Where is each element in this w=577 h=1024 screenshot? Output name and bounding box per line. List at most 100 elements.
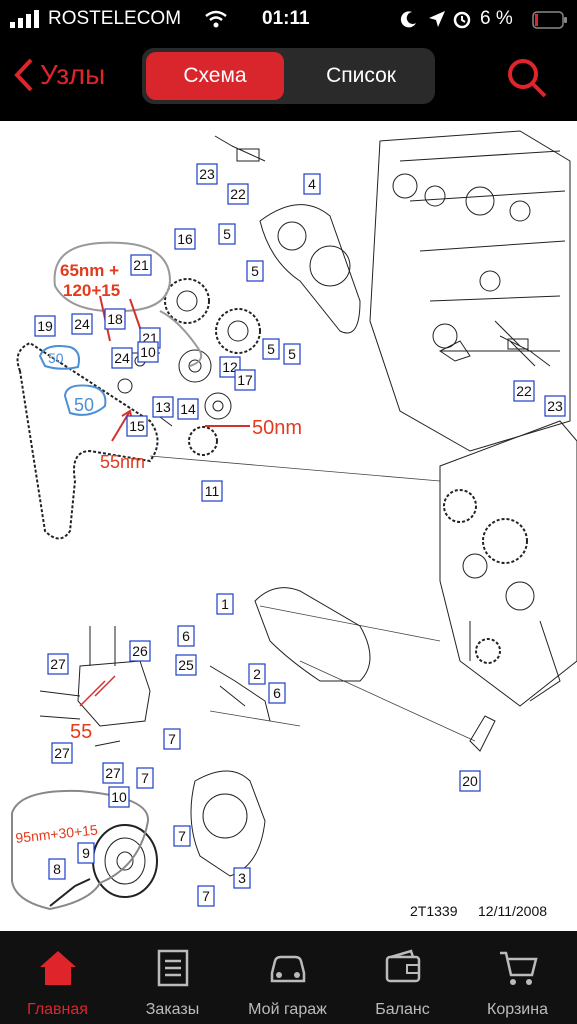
- parts-diagram[interactable]: 65nm + 120+15 50 50 50nm 55nm 55 95nm+30…: [0, 121, 577, 931]
- part-label-box: [513, 380, 535, 402]
- crank-pulley: [92, 824, 158, 898]
- part-label-text: 8: [53, 861, 61, 877]
- part-label[interactable]: 24: [71, 313, 93, 335]
- carrier-name: ROSTELECOM: [48, 8, 182, 29]
- part-label-text: 23: [199, 166, 215, 182]
- timing-cover-lower: [254, 587, 371, 682]
- car-icon: [270, 955, 306, 983]
- timing-cover-upper: [259, 204, 361, 334]
- part-label[interactable]: 5: [218, 223, 236, 245]
- view-segmented-control: Схема Список: [142, 48, 435, 104]
- part-label-box: [196, 163, 218, 185]
- part-label-box: [262, 338, 280, 360]
- part-label-text: 5: [251, 263, 259, 279]
- tab-orders[interactable]: Заказы: [115, 931, 230, 1024]
- alarm-icon: [453, 11, 471, 29]
- part-label[interactable]: 10: [137, 341, 159, 363]
- part-label-text: 22: [516, 383, 532, 399]
- tab-home[interactable]: Главная: [0, 931, 115, 1024]
- part-label-text: 24: [74, 316, 90, 332]
- part-label-text: 16: [177, 231, 193, 247]
- part-label-text: 10: [140, 344, 156, 360]
- part-label[interactable]: 5: [262, 338, 280, 360]
- tab-balance[interactable]: Баланс: [345, 931, 460, 1024]
- part-label[interactable]: 10: [108, 786, 130, 808]
- part-label[interactable]: 23: [544, 395, 566, 417]
- part-label[interactable]: 4: [303, 173, 321, 195]
- part-label[interactable]: 13: [152, 396, 174, 418]
- part-label[interactable]: 17: [234, 369, 256, 391]
- part-label[interactable]: 22: [227, 183, 249, 205]
- part-label[interactable]: 19: [34, 315, 56, 337]
- part-label[interactable]: 7: [136, 767, 154, 789]
- part-label-box: [77, 842, 95, 864]
- part-label-text: 5: [223, 226, 231, 242]
- part-label[interactable]: 23: [196, 163, 218, 185]
- back-label: Узлы: [40, 59, 106, 90]
- tab-cart[interactable]: Корзина: [460, 931, 575, 1024]
- part-label[interactable]: 12: [219, 356, 241, 378]
- part-label-text: 7: [141, 770, 149, 786]
- tab-garage[interactable]: Мой гараж: [230, 931, 345, 1024]
- part-label[interactable]: 5: [283, 343, 301, 365]
- part-label[interactable]: 7: [163, 728, 181, 750]
- part-label[interactable]: 9: [77, 842, 95, 864]
- bolt-set-upper: [130, 135, 551, 427]
- part-label[interactable]: 21: [130, 254, 152, 276]
- part-label-text: 27: [105, 765, 121, 781]
- part-label[interactable]: 15: [126, 415, 148, 437]
- part-label[interactable]: 27: [47, 653, 69, 675]
- segment-list[interactable]: Список: [326, 64, 396, 87]
- part-label-box: [177, 625, 195, 647]
- part-label[interactable]: 27: [51, 742, 73, 764]
- engine-block-lower: [439, 420, 577, 707]
- part-label[interactable]: 27: [102, 762, 124, 784]
- wifi-icon: [205, 10, 227, 28]
- diagram-code: 2T1339: [410, 903, 458, 919]
- seal-housing: [190, 770, 266, 877]
- part-label[interactable]: 11: [201, 480, 223, 502]
- part-label-box: [173, 825, 191, 847]
- part-label[interactable]: 5: [246, 260, 264, 282]
- part-label[interactable]: 8: [48, 858, 66, 880]
- part-label[interactable]: 6: [177, 625, 195, 647]
- part-label[interactable]: 25: [175, 654, 197, 676]
- part-label-text: 6: [182, 628, 190, 644]
- part-label-text: 5: [267, 341, 275, 357]
- part-label-text: 27: [54, 745, 70, 761]
- part-label[interactable]: 7: [173, 825, 191, 847]
- part-label[interactable]: 22: [513, 380, 535, 402]
- part-label[interactable]: 14: [177, 398, 199, 420]
- navigation-bar: Узлы Схема Список: [0, 40, 577, 118]
- segment-scheme[interactable]: Схема: [146, 52, 284, 100]
- part-label[interactable]: 7: [197, 885, 215, 907]
- part-label-text: 26: [132, 643, 148, 659]
- part-label-text: 27: [50, 656, 66, 672]
- part-label-box: [137, 341, 159, 363]
- search-icon[interactable]: [505, 56, 549, 100]
- part-label-box: [459, 770, 481, 792]
- part-label-box: [34, 315, 56, 337]
- part-label[interactable]: 20: [459, 770, 481, 792]
- part-label-box: [136, 767, 154, 789]
- back-button[interactable]: Узлы: [14, 58, 105, 92]
- part-label-text: 3: [238, 870, 246, 886]
- part-label-box: [175, 654, 197, 676]
- battery-icon: [532, 11, 567, 29]
- part-label[interactable]: 1: [216, 593, 234, 615]
- part-label[interactable]: 2: [248, 663, 266, 685]
- part-label-text: 22: [230, 186, 246, 202]
- part-label[interactable]: 3: [233, 867, 251, 889]
- part-label[interactable]: 26: [129, 640, 151, 662]
- part-label-box: [303, 173, 321, 195]
- part-label-box: [218, 223, 236, 245]
- part-label-text: 2: [253, 666, 261, 682]
- part-label[interactable]: 6: [268, 682, 286, 704]
- part-label-box: [47, 653, 69, 675]
- annotation-torque-c: 50nm: [252, 417, 302, 439]
- camshaft-gears: [117, 278, 261, 456]
- part-label[interactable]: 16: [174, 228, 196, 250]
- part-label[interactable]: 24: [111, 347, 133, 369]
- part-label[interactable]: 18: [104, 308, 126, 330]
